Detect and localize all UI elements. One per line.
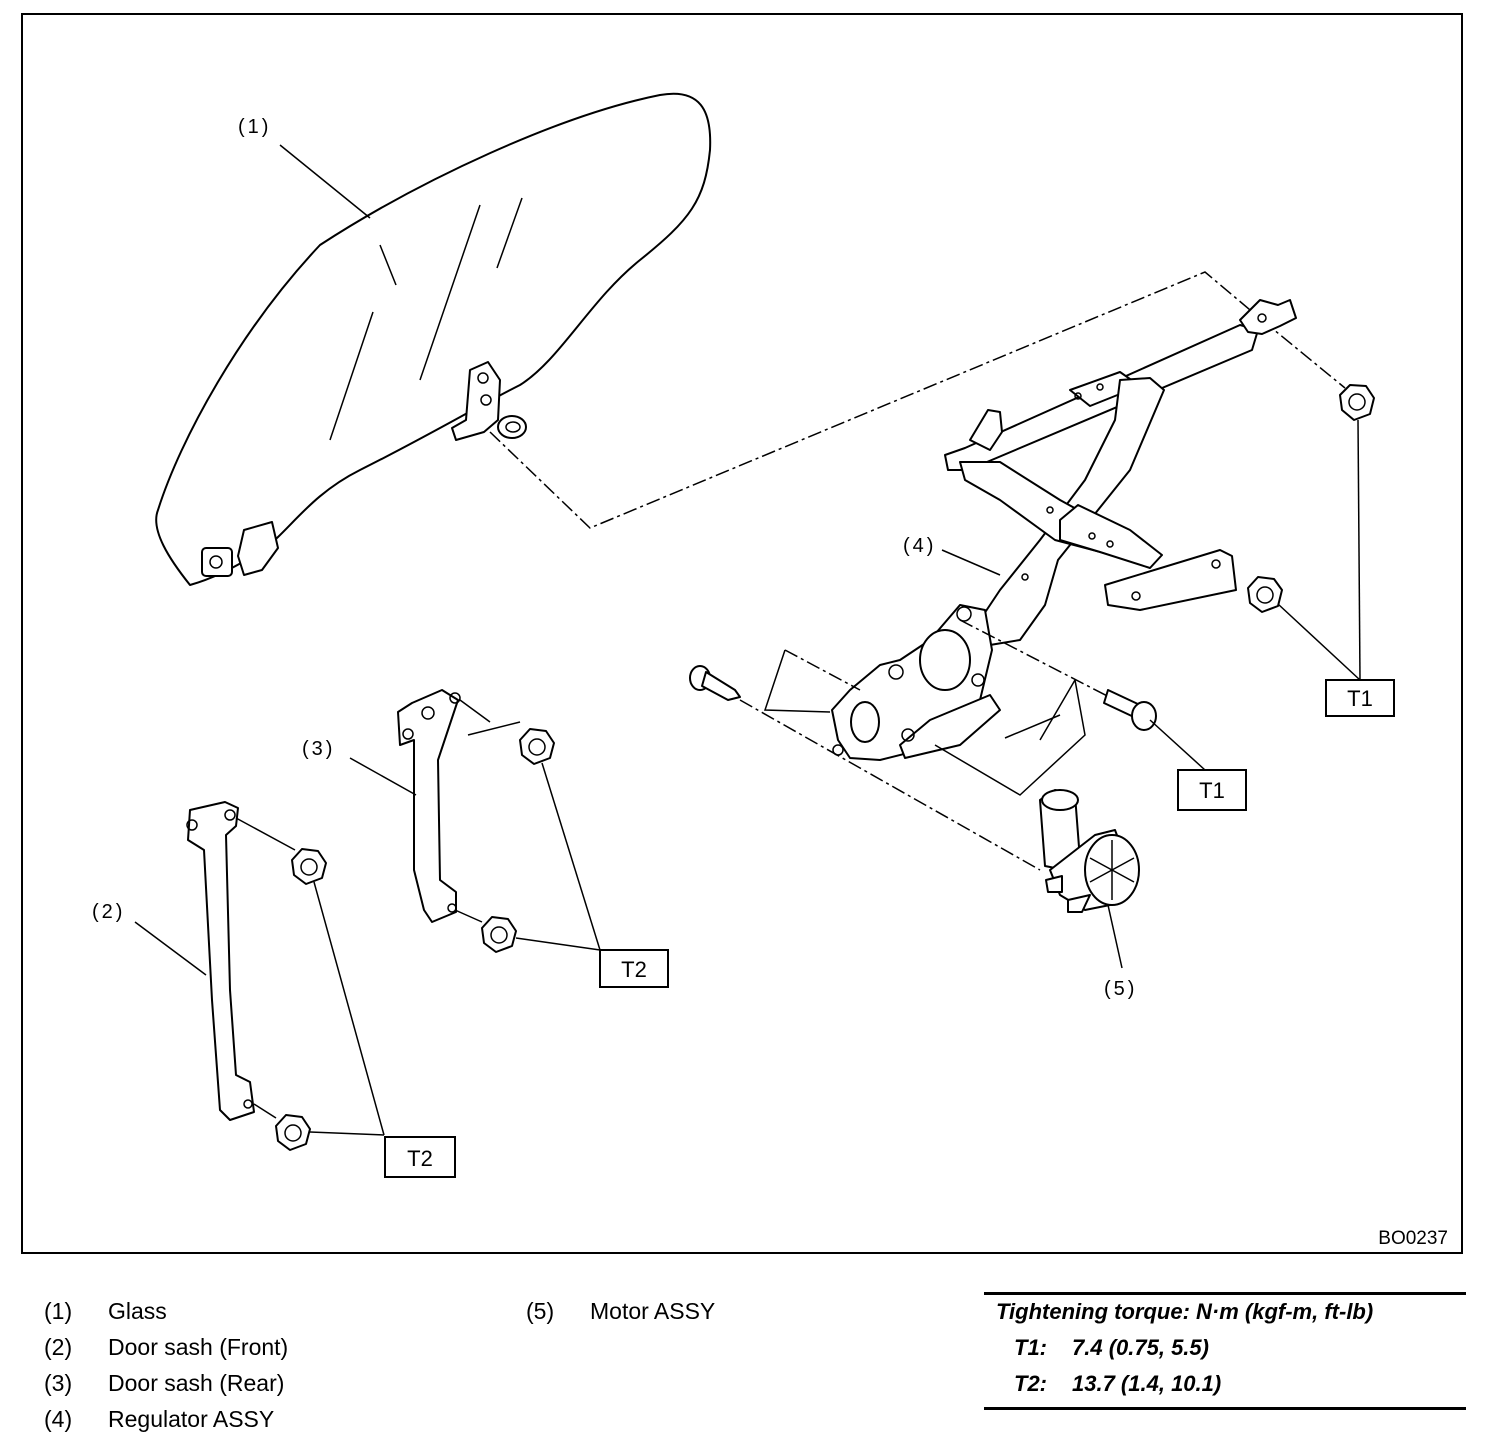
bolt-left	[689, 665, 741, 701]
torque-value: 7.4 (0.75, 5.5)	[1072, 1335, 1209, 1360]
exploded-diagram: (1) (2) (3) (4) (5) T1 T1 T2 T2 BO0237	[21, 13, 1463, 1254]
callout-1: (1)	[238, 116, 271, 138]
torque-table: Tightening torque: N·m (kgf-m, ft-lb) T1…	[984, 1292, 1466, 1410]
legend-text: Glass	[108, 1298, 167, 1324]
nut-t2-front-upper	[291, 848, 327, 885]
torque-box-t2-front: T2	[407, 1146, 433, 1171]
glass-part	[155, 92, 712, 586]
torque-title: Tightening torque: N·m (kgf-m, ft-lb)	[996, 1299, 1374, 1324]
door-sash-rear-part	[397, 689, 461, 923]
legend-text: Motor ASSY	[590, 1298, 716, 1324]
torque-box-t2-rear: T2	[621, 957, 647, 982]
nut-t1-upper	[1339, 384, 1375, 421]
torque-key: T1:	[1014, 1335, 1047, 1360]
callout-2: (2)	[92, 901, 125, 923]
parts-legend-2: (5) Motor ASSY	[526, 1298, 826, 1338]
legend-text: Door sash (Rear)	[108, 1370, 285, 1396]
callout-4: (4)	[903, 535, 936, 557]
legend-num: (4)	[44, 1406, 73, 1432]
nut-t2-rear-lower	[481, 916, 517, 953]
torque-box-t1-upper: T1	[1347, 686, 1373, 711]
callout-3: (3)	[302, 738, 335, 760]
diagram-frame	[21, 13, 1463, 1254]
torque-value: 13.7 (1.4, 10.1)	[1072, 1371, 1222, 1396]
nut-t2-rear-upper	[519, 728, 555, 765]
callout-5: (5)	[1104, 978, 1137, 1000]
door-sash-front-part	[186, 801, 255, 1121]
legend-text: Regulator ASSY	[108, 1406, 275, 1432]
motor-part	[1039, 789, 1140, 913]
bolt-right	[1103, 689, 1157, 731]
parts-legend: (1) Glass (2) Door sash (Front) (3) Door sa…	[44, 1298, 484, 1438]
nut-t2-front-lower	[275, 1114, 311, 1151]
figure-code: BO0237	[1378, 1228, 1448, 1249]
regulator-part	[831, 299, 1297, 761]
torque-box-t1-lower: T1	[1199, 778, 1225, 803]
legend-num: (3)	[44, 1370, 73, 1396]
legend-num: (1)	[44, 1298, 73, 1324]
nut-t1-middle	[1247, 576, 1283, 613]
legend-num: (2)	[44, 1334, 73, 1360]
legend-text: Door sash (Front)	[108, 1334, 289, 1360]
legend-num: (5)	[526, 1298, 555, 1324]
torque-key: T2:	[1014, 1371, 1047, 1396]
